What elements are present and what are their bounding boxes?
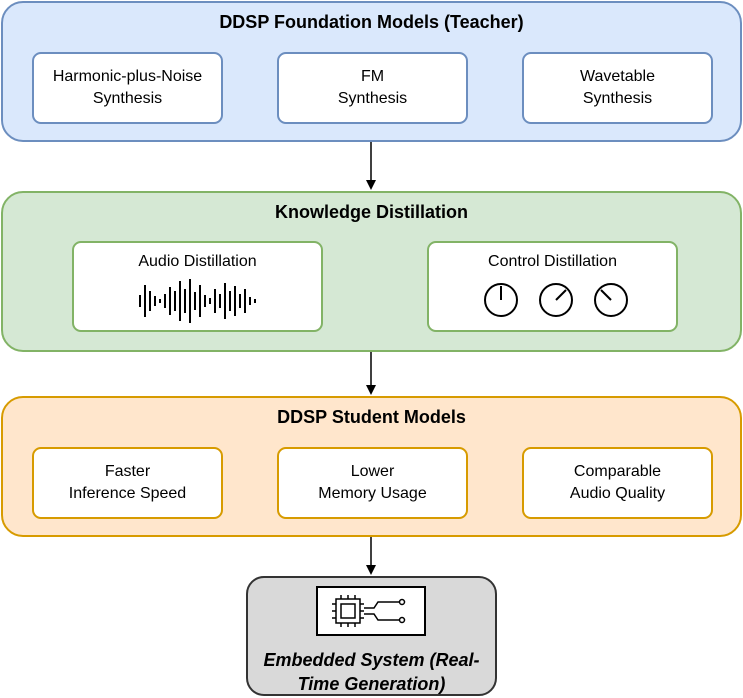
waveform-icon — [139, 279, 256, 323]
control-distillation-card: Control Distillation — [427, 241, 678, 332]
card-line-1: Faster — [104, 463, 151, 480]
audio-distillation-card: Audio Distillation — [72, 241, 323, 332]
card-line-1: Wavetable — [580, 68, 655, 85]
card-line-1: FM — [360, 68, 385, 85]
card-line-2: Synthesis — [337, 90, 408, 107]
embedded-system-box: Embedded System (Real-Time Generation) — [246, 576, 497, 696]
fm-synthesis-card: FM Synthesis — [277, 52, 468, 124]
card-line-1: Harmonic-plus-Noise — [52, 68, 203, 85]
card-line-2: Memory Usage — [318, 485, 427, 502]
control-distillation-label: Control Distillation — [488, 253, 617, 270]
audio-distillation-label: Audio Distillation — [138, 253, 257, 270]
embedded-line-2: (Real-Time Generation) — [297, 650, 480, 694]
card-line-1: Lower — [350, 463, 395, 480]
student-title: DDSP Student Models — [277, 407, 466, 427]
card-line-2: Synthesis — [92, 90, 163, 107]
distillation-title: Knowledge Distillation — [274, 202, 468, 222]
teacher-title: DDSP Foundation Models (Teacher) — [219, 12, 524, 32]
card-line-1: Comparable — [573, 463, 662, 480]
circuit-chip-icon — [316, 586, 426, 636]
card-line-2: Audio Quality — [569, 485, 666, 502]
card-line-2: Synthesis — [582, 90, 653, 107]
knobs-icon-group — [484, 283, 628, 317]
teacher-panel: DDSP Foundation Models (Teacher) Harmoni… — [1, 1, 742, 142]
distillation-panel: Knowledge Distillation Audio Distillatio… — [1, 191, 742, 352]
embedded-system-label: Embedded System (Real-Time Generation) — [248, 648, 495, 696]
card-line-2: Inference Speed — [68, 485, 187, 502]
embedded-line-1: Embedded System — [263, 650, 425, 670]
